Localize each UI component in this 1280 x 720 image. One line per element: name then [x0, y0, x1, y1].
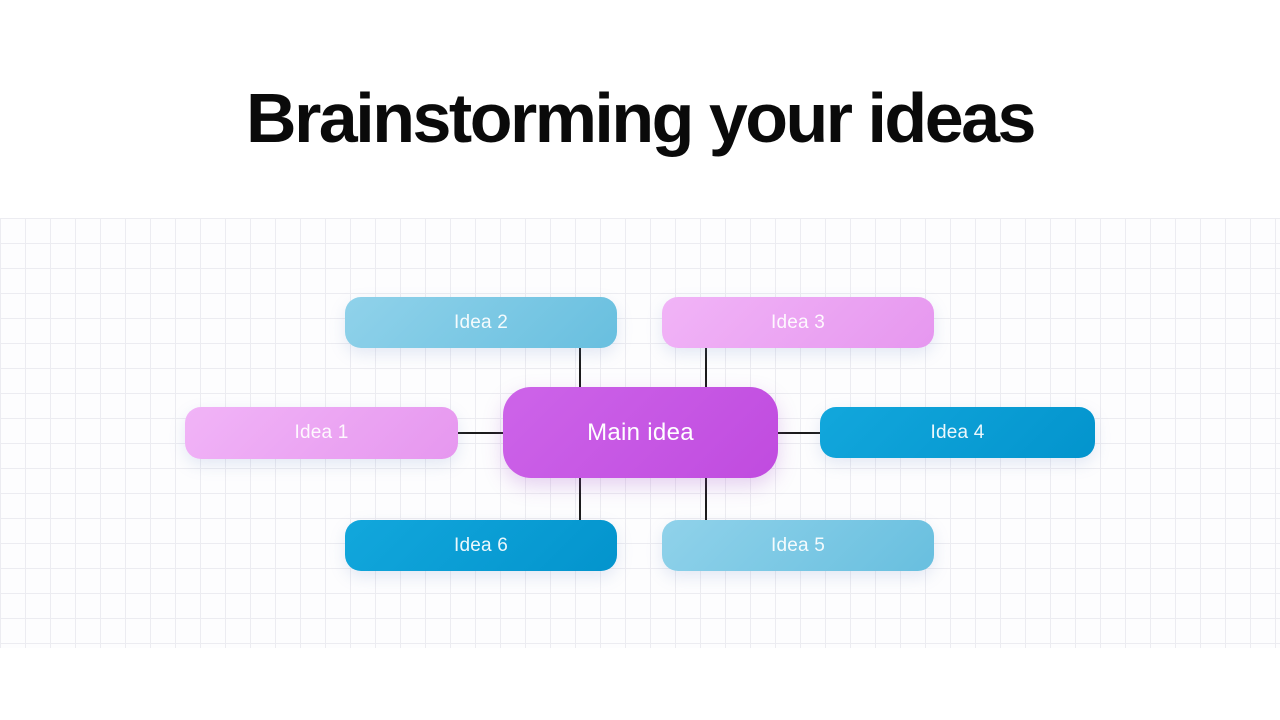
node-idea-4-label: Idea 4: [930, 421, 985, 443]
node-idea-6[interactable]: Idea 6: [345, 520, 617, 571]
grid-canvas: Idea 1 Idea 2 Idea 3 Idea 4 Idea 5 Idea …: [0, 218, 1280, 648]
connector-main-idea4: [777, 432, 821, 434]
node-idea-3-label: Idea 3: [770, 311, 826, 333]
node-main-idea-label: Main idea: [587, 418, 694, 446]
connector-main-idea3: [705, 348, 707, 389]
connector-main-idea5: [705, 477, 707, 521]
node-idea-6-label: Idea 6: [453, 534, 509, 556]
node-idea-2-label: Idea 2: [453, 311, 509, 333]
node-idea-4[interactable]: Idea 4: [820, 407, 1095, 458]
node-idea-5[interactable]: Idea 5: [662, 520, 934, 571]
node-idea-2[interactable]: Idea 2: [345, 297, 617, 348]
node-main-idea[interactable]: Main idea: [503, 387, 778, 478]
node-idea-1[interactable]: Idea 1: [185, 407, 458, 459]
node-idea-1-label: Idea 1: [294, 422, 349, 443]
page-title: Brainstorming your ideas: [246, 79, 1036, 157]
node-idea-5-label: Idea 5: [770, 534, 826, 556]
connector-main-idea2: [579, 348, 581, 389]
connector-main-idea6: [579, 477, 581, 521]
node-idea-3[interactable]: Idea 3: [662, 297, 934, 348]
connector-main-idea1: [458, 432, 504, 434]
